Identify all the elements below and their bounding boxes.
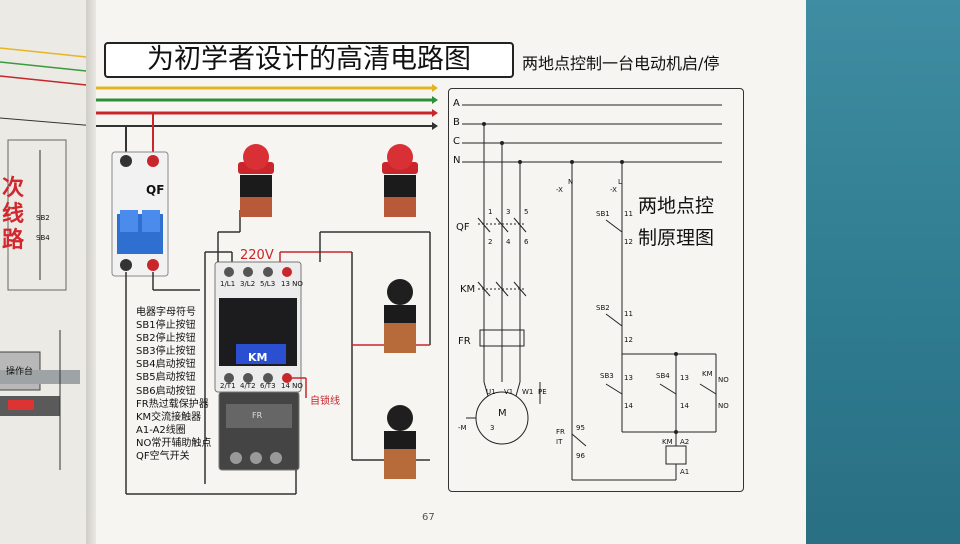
voltage-label: 220V bbox=[240, 248, 274, 263]
stop-button-2 bbox=[382, 144, 418, 217]
ctrl-x-label: -X bbox=[556, 186, 563, 194]
legend-item: SB1停止按钮 bbox=[136, 320, 196, 332]
contact-number: 13 bbox=[680, 374, 689, 382]
fr-ctrl-label: FR bbox=[556, 428, 565, 436]
left-caption: SB4 bbox=[36, 234, 50, 242]
contact-number: 14 bbox=[624, 402, 633, 410]
sb3-label: SB3 bbox=[600, 372, 614, 380]
legend-item: KM交流接触器 bbox=[136, 411, 202, 423]
breaker-label: QF bbox=[146, 183, 165, 197]
pole-number: 5 bbox=[524, 208, 529, 216]
page-number: 67 bbox=[422, 512, 435, 523]
contactor-terminal: 14 NO bbox=[281, 382, 303, 390]
motor-terminal: V1 bbox=[504, 388, 514, 396]
legend-item: SB2停止按钮 bbox=[136, 333, 196, 345]
left-red-char: 线 bbox=[2, 202, 25, 227]
coil-tag: KM bbox=[662, 438, 673, 446]
schematic-frame bbox=[448, 88, 744, 492]
symbol-legend: 电器字母符号 SB1停止按钮 SB2停止按钮 SB3停止按钮 SB4启动按钮 S… bbox=[136, 306, 211, 463]
contactor-terminal: 2/T1 bbox=[220, 382, 236, 390]
contactor-terminal: 1/L1 bbox=[220, 280, 236, 288]
coil-terminal: A1 bbox=[680, 468, 690, 476]
contactor-terminal: 3/L2 bbox=[240, 280, 256, 288]
sb1-label: SB1 bbox=[596, 210, 610, 218]
bus-label: A bbox=[453, 98, 460, 109]
start-button-1 bbox=[384, 279, 416, 353]
left-caption: SB2 bbox=[36, 214, 50, 222]
ctrl-l-label: L bbox=[618, 178, 622, 186]
sb4-label: SB4 bbox=[656, 372, 670, 380]
contact-number: 13 bbox=[624, 374, 633, 382]
pole-number: 3 bbox=[506, 208, 511, 216]
fr-ctrl-tag: IT bbox=[556, 438, 563, 446]
contactor-label: KM bbox=[248, 351, 268, 364]
legend-item: A1-A2线圈 bbox=[136, 424, 186, 436]
contact-number: 12 bbox=[624, 336, 633, 344]
ctrl-x-label-2: -X bbox=[610, 186, 617, 194]
coil-terminal: A2 bbox=[680, 438, 690, 446]
legend-item: NO常开辅助触点 bbox=[136, 437, 212, 449]
schematic-caption-line: 两地点控 bbox=[638, 195, 715, 217]
bus-label: C bbox=[453, 136, 460, 147]
bus-label: N bbox=[453, 155, 461, 166]
legend-item: SB4启动按钮 bbox=[136, 359, 196, 371]
legend-item: SB6启动按钮 bbox=[136, 385, 196, 397]
motor-phase: 3 bbox=[490, 424, 495, 432]
legend-item: FR热过载保护器 bbox=[136, 398, 209, 410]
pole-number: 4 bbox=[506, 238, 511, 246]
schematic-caption-line: 制原理图 bbox=[638, 227, 715, 249]
no-label: NO bbox=[718, 402, 729, 410]
start-button-2 bbox=[384, 405, 416, 479]
left-page: 次 线 路 SB2 SB4 操作台 bbox=[0, 0, 96, 544]
self-lock-label: 自锁线 bbox=[310, 396, 340, 407]
contact-number: 95 bbox=[576, 424, 585, 432]
left-red-char: 次 bbox=[2, 176, 25, 201]
contactor-terminal: 4/T2 bbox=[240, 382, 256, 390]
stop-button-1 bbox=[238, 144, 274, 217]
motor-ground: -M bbox=[458, 424, 467, 432]
left-red-char: 路 bbox=[2, 228, 25, 253]
legend-item: SB3停止按钮 bbox=[136, 346, 196, 358]
legend-item: SB5启动按钮 bbox=[136, 372, 196, 384]
left-page-drawing bbox=[0, 47, 96, 470]
legend-item: QF空气开关 bbox=[136, 451, 190, 463]
qf-label: QF bbox=[456, 222, 470, 233]
sb2-label: SB2 bbox=[596, 304, 610, 312]
contactor-terminal: 6/T3 bbox=[260, 382, 276, 390]
bus-label: B bbox=[453, 117, 460, 128]
contact-number: 14 bbox=[680, 402, 689, 410]
pole-number: 6 bbox=[524, 238, 529, 246]
relay-label: FR bbox=[252, 411, 263, 420]
left-page-red-title: 次 线 路 bbox=[2, 176, 24, 254]
schematic-caption: 两地点控 制原理图 bbox=[638, 190, 714, 254]
page-title: 为初学者设计的高清电路图 bbox=[104, 42, 514, 78]
fr-label: FR bbox=[458, 336, 471, 347]
no-label: NO bbox=[718, 376, 729, 384]
pole-number: 1 bbox=[488, 208, 493, 216]
km-aux-label: KM bbox=[702, 370, 713, 378]
contact-number: 11 bbox=[624, 310, 633, 318]
contact-number: 96 bbox=[576, 452, 585, 460]
contact-number: 12 bbox=[624, 238, 633, 246]
page-subtitle: 两地点控制一台电动机启/停 bbox=[522, 54, 720, 73]
desk-background bbox=[806, 0, 960, 544]
contact-number: 11 bbox=[624, 210, 633, 218]
legend-heading: 电器字母符号 bbox=[136, 307, 196, 318]
km-label: KM bbox=[460, 284, 476, 295]
motor-terminal: W1 bbox=[522, 388, 534, 396]
motor-terminal: PE bbox=[538, 388, 547, 396]
motor-label: M bbox=[498, 408, 507, 419]
motor-terminal: U1 bbox=[486, 388, 496, 396]
contactor-terminal: 5/L3 bbox=[260, 280, 276, 288]
ctrl-n-label: N bbox=[568, 178, 574, 186]
left-caption: 操作台 bbox=[6, 367, 34, 377]
contactor-terminal: 13 NO bbox=[281, 280, 303, 288]
pole-number: 2 bbox=[488, 238, 493, 246]
